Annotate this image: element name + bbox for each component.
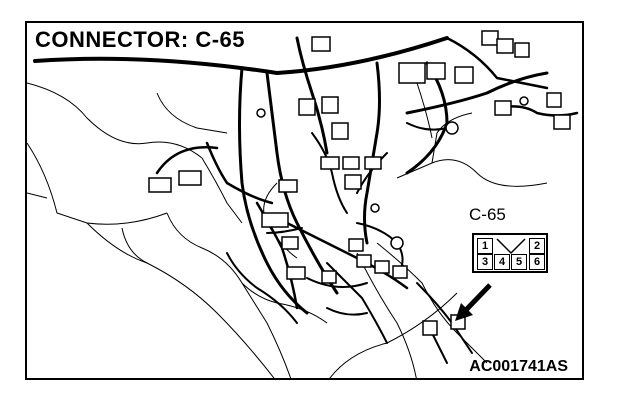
harness-wires: [33, 36, 579, 364]
connector-blocks: [148, 30, 571, 336]
diagram-frame: CONNECTOR: C-65 C-65 1 2 3 4 5 6 AC00174…: [25, 21, 584, 380]
pin-6: 6: [529, 254, 545, 270]
connector-pin-diagram: 1 2 3 4 5 6: [472, 233, 548, 273]
connector-pointer-arrow: [455, 283, 492, 321]
pin-2: 2: [529, 238, 545, 254]
figure-code: AC001741AS: [469, 358, 568, 375]
wiring-harness-drawing: [27, 30, 579, 378]
page-title: CONNECTOR: C-65: [35, 27, 246, 52]
connector-label: C-65: [469, 205, 506, 224]
pin-1: 1: [477, 238, 493, 254]
connector-lock-icon: [496, 238, 526, 254]
pin-3: 3: [477, 254, 493, 270]
grommets: [256, 96, 529, 250]
pin-5: 5: [511, 254, 527, 270]
pin-4: 4: [494, 254, 510, 270]
